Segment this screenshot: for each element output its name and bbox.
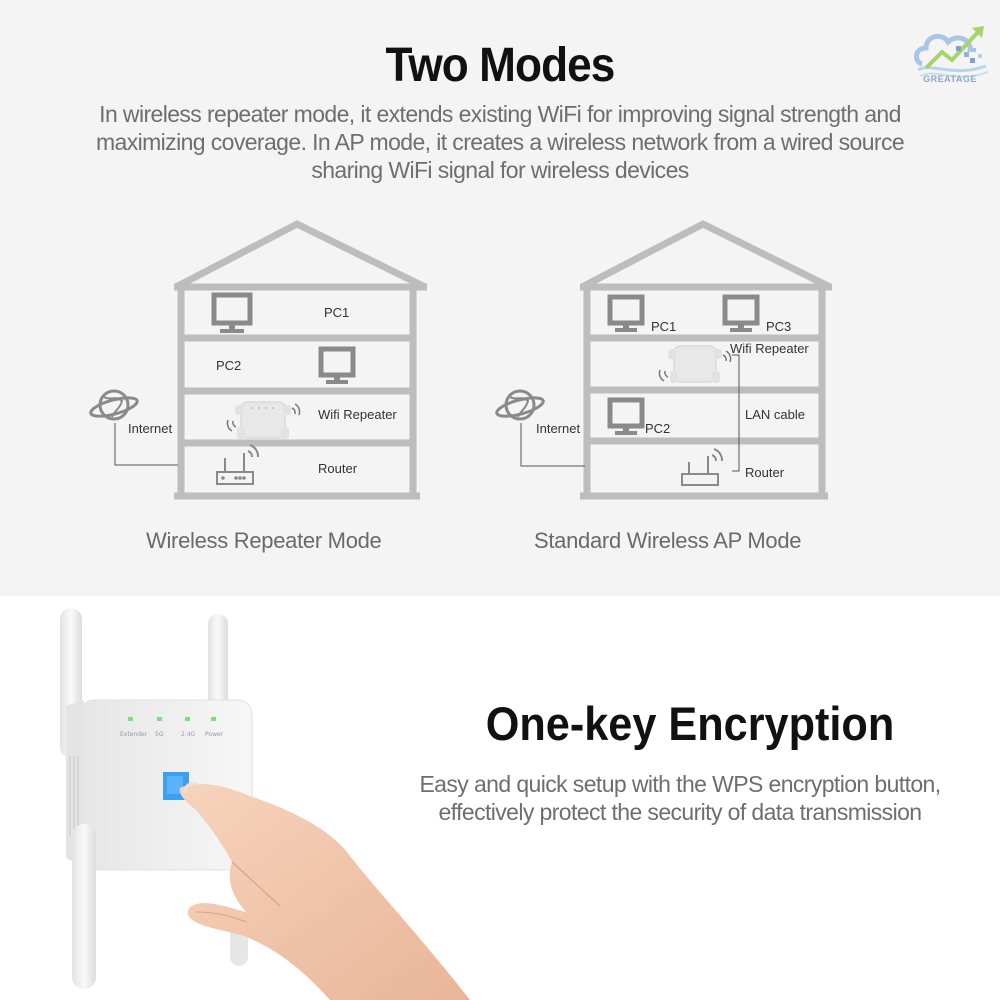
label-repeater: Wifi Repeater: [730, 341, 809, 356]
caption-repeater-mode: Wireless Repeater Mode: [146, 528, 382, 553]
brand-name: GREATAGE: [923, 74, 977, 84]
led-label-power: Power: [205, 731, 224, 738]
label-pc2: PC2: [645, 421, 671, 436]
label-router: Router: [318, 461, 358, 476]
monitor-icon: [211, 292, 253, 333]
led-label-24g: 2.4G: [181, 731, 196, 738]
section-title-two-modes: Two Modes: [385, 39, 616, 92]
repeater-mode-diagram: PC1 PC2 Wifi Repeater Internet Router: [80, 215, 500, 505]
label-internet: Internet: [536, 421, 581, 436]
caption-ap-mode: Standard Wireless AP Mode: [534, 528, 802, 553]
label-repeater: Wifi Repeater: [318, 407, 397, 422]
led-label-5g: 5G: [155, 731, 164, 738]
monitor-icon: [318, 346, 356, 384]
monitor-icon: [607, 294, 645, 332]
two-modes-section: GREATAGE Two Modes In wireless repeater …: [0, 0, 1000, 596]
repeater-device-icon: [226, 401, 301, 439]
router-icon: [216, 444, 259, 485]
label-router: Router: [745, 465, 785, 480]
status-leds: [128, 717, 216, 721]
repeater-device-icon: [658, 345, 732, 383]
ap-mode-diagram: PC1 PC3 Wifi Repeater LAN cable PC2 Inte…: [490, 215, 910, 505]
label-pc1: PC1: [324, 305, 350, 320]
label-pc3: PC3: [766, 319, 792, 334]
wifi-extender-product-photo: Extender 5G 2.4G Power: [60, 608, 471, 1000]
monitor-icon: [722, 294, 760, 332]
brand-logo-icon: [914, 26, 989, 78]
section-description-two-modes: In wireless repeater mode, it extends ex…: [95, 101, 905, 183]
label-pc2: PC2: [216, 358, 242, 373]
label-internet: Internet: [128, 421, 173, 436]
globe-icon: [495, 389, 545, 421]
section-description-encryption: Easy and quick setup with the WPS encryp…: [419, 771, 941, 825]
led-label-extender: Extender: [120, 731, 148, 738]
label-pc1: PC1: [651, 319, 677, 334]
monitor-icon: [607, 397, 645, 435]
label-lan-cable: LAN cable: [745, 407, 805, 422]
router-icon: [681, 448, 723, 486]
section-title-encryption: One-key Encryption: [485, 697, 895, 750]
globe-icon: [89, 389, 139, 421]
